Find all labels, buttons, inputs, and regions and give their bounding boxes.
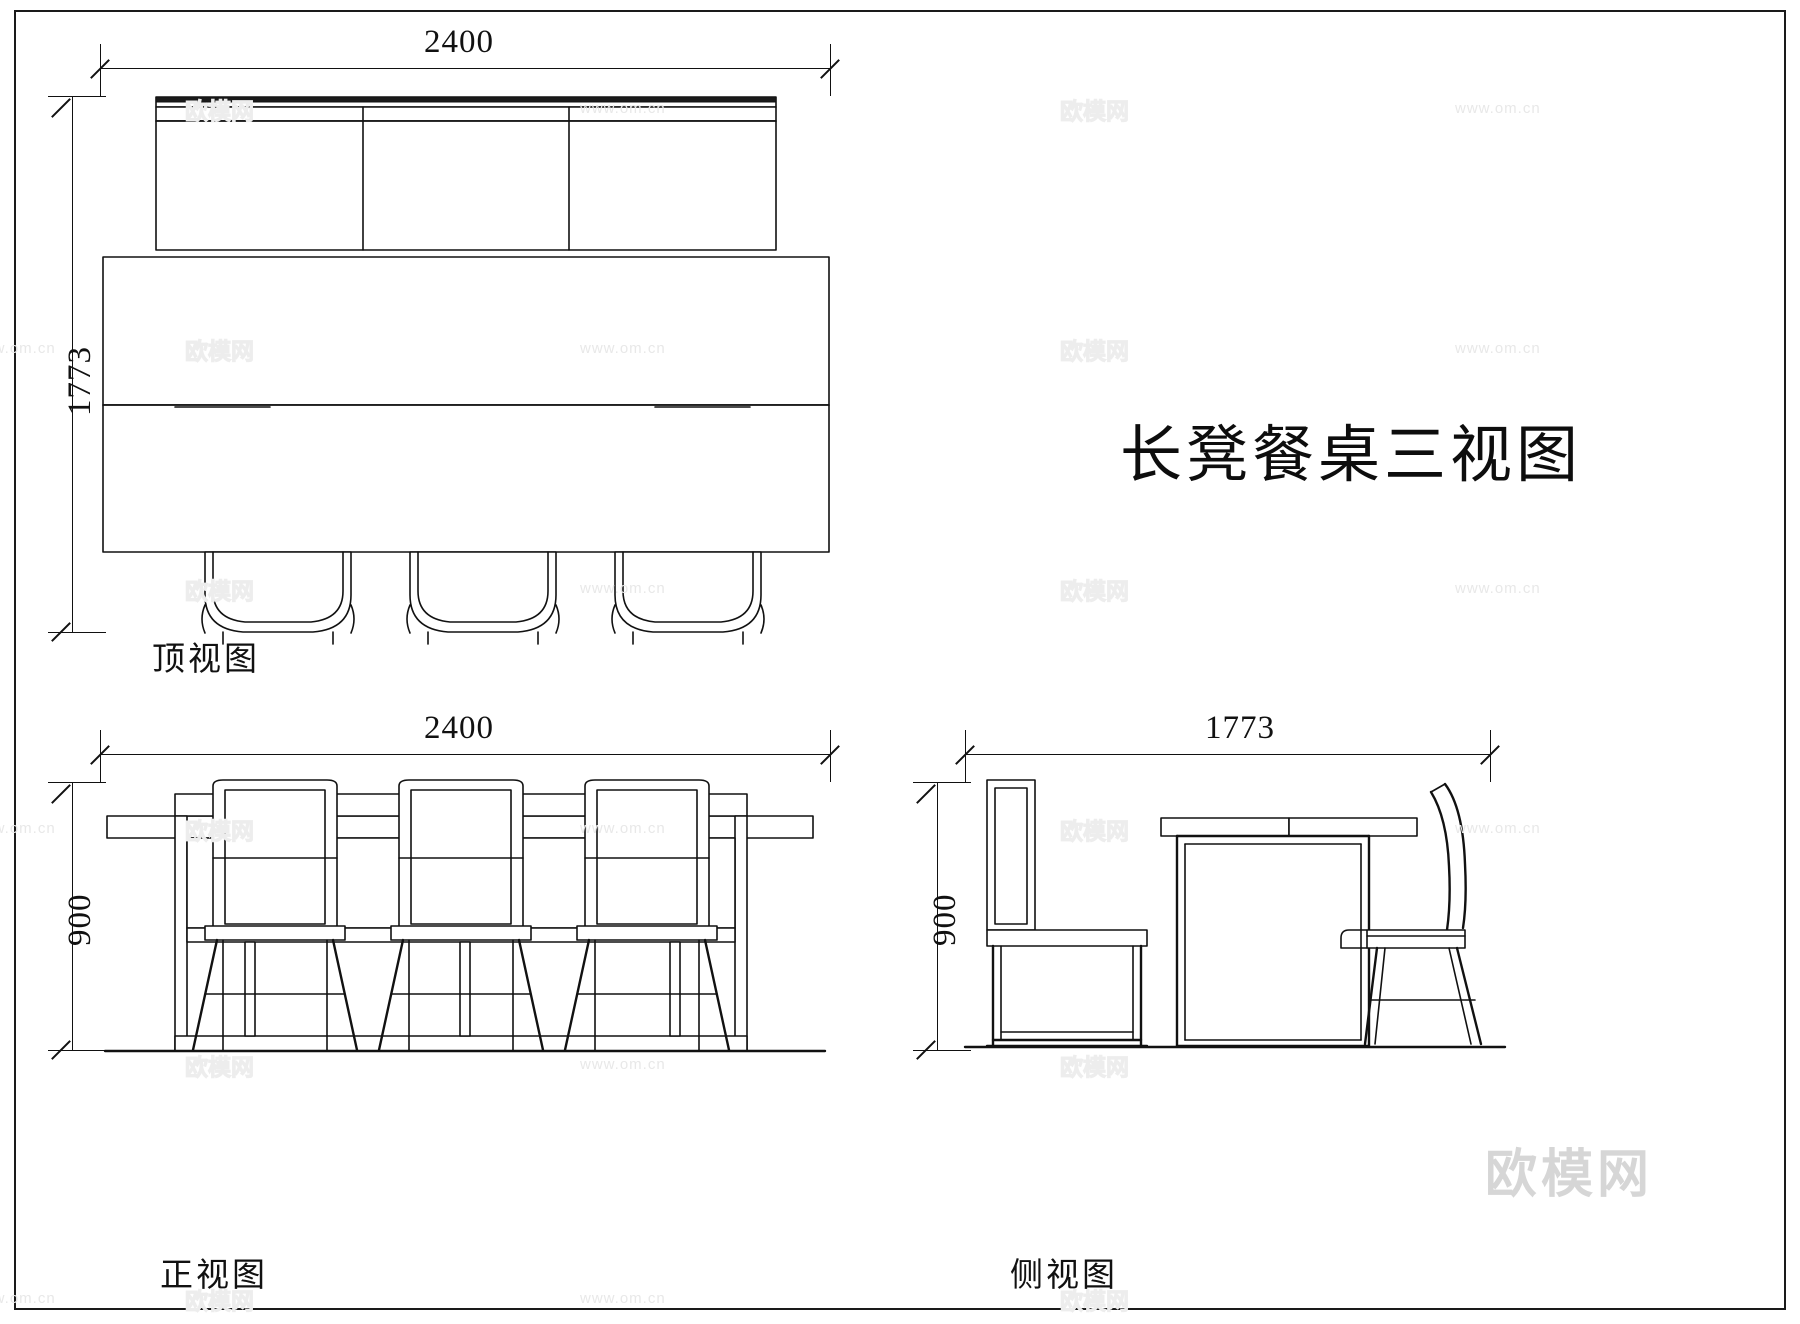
front-view-geometry (103, 779, 827, 1053)
drawing-sheet-border (14, 10, 1786, 1310)
front-view-height-dimension: 900 (62, 893, 98, 947)
dim-ext-line (48, 632, 106, 633)
front-view-label: 正视图 (160, 1255, 268, 1294)
top-view-width-dimension: 2400 (424, 24, 494, 60)
top-view-label: 顶视图 (152, 639, 260, 678)
dim-ext-line (830, 730, 831, 782)
top-dim-depth-line (72, 96, 73, 632)
top-view-depth-dimension: 1773 (62, 346, 98, 416)
dim-ext-line (48, 1050, 106, 1051)
side-dim-width-line (965, 754, 1490, 755)
front-view-width-dimension: 2400 (424, 710, 494, 746)
side-view-width-dimension: 1773 (1205, 710, 1275, 746)
front-dim-width-line (100, 754, 830, 755)
side-dim-height-line (937, 782, 938, 1050)
front-dim-height-line (72, 782, 73, 1050)
side-view-height-dimension: 900 (927, 893, 963, 947)
dim-ext-line (965, 730, 966, 782)
dim-ext-line (100, 730, 101, 782)
dim-ext-line (913, 1050, 971, 1051)
top-dim-width-line (100, 68, 830, 69)
dim-ext-line (830, 44, 831, 96)
dim-ext-line (48, 782, 106, 783)
side-view-geometry (963, 779, 1507, 1049)
side-view-label: 侧视图 (1010, 1255, 1118, 1294)
dim-ext-line (1490, 730, 1491, 782)
top-view-geometry (102, 96, 830, 645)
drawing-title: 长凳餐桌三视图 (1120, 418, 1583, 491)
dim-ext-line (100, 44, 101, 96)
dim-ext-line (48, 96, 106, 97)
dim-ext-line (913, 782, 971, 783)
